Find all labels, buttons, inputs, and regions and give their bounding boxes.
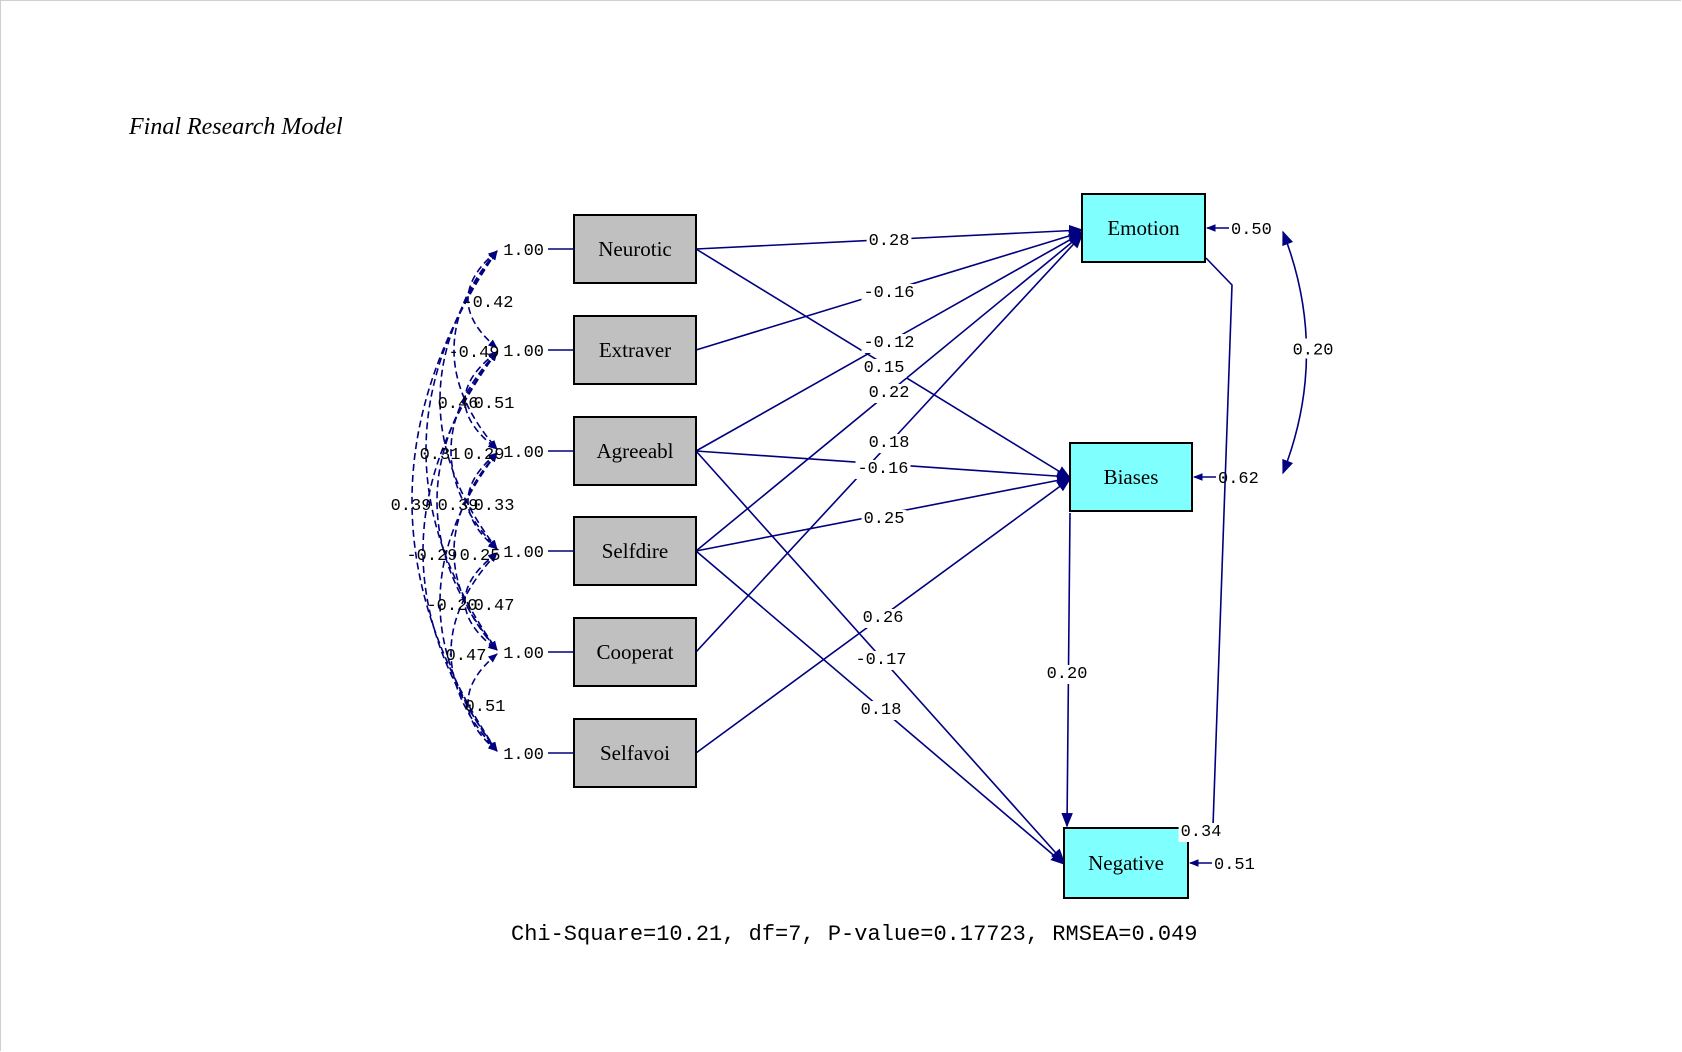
node-biases: Biases [1069, 442, 1193, 512]
path-coefficient: 0.20 [1047, 665, 1088, 684]
path-coefficient: 0.25 [864, 510, 905, 529]
node-label: Extraver [599, 338, 671, 362]
label-bg [858, 701, 904, 720]
variance-label: 1.00 [503, 544, 544, 563]
covariance-arc [453, 452, 498, 651]
covariance-arc [453, 250, 498, 450]
node-agreeabl: Agreeabl [573, 416, 697, 486]
variance-label: 1.00 [503, 444, 544, 463]
covariance-arc [422, 351, 498, 752]
path-coefficient: 0.22 [869, 384, 910, 403]
variance-label: 1.00 [503, 645, 544, 664]
label-bg [855, 460, 911, 479]
label-bg [860, 609, 906, 628]
path-emotion-negative [1205, 257, 1233, 827]
covariance-arc [450, 552, 498, 752]
node-label: Cooperat [597, 640, 674, 664]
path-coefficient: 0.28 [869, 232, 910, 251]
label-bg [1044, 665, 1090, 684]
node-box [573, 718, 697, 788]
node-label: Selfdire [602, 539, 668, 563]
node-selfdire: Selfdire [573, 516, 697, 586]
path-coefficient: 0.26 [863, 609, 904, 628]
figure-title: Final Research Model [129, 114, 343, 140]
coefficient-labels: 1.00 1.00 1.00 1.00 1.00 1.00 0.50 0.62 0.51 0.28… [391, 221, 1336, 875]
fit-statistics: Chi-Square=10.21, df=7, P-value=0.17723,… [511, 922, 1198, 947]
path-coefficient: -0.12 [863, 334, 914, 353]
covariance-label: 0.47 [446, 647, 487, 666]
covariance-label: -0.29 [406, 547, 457, 566]
covariance-label: 0.39 [438, 497, 479, 516]
node-selfavoi: Selfavoi [573, 718, 697, 788]
path-coefficient: -0.16 [863, 284, 914, 303]
node-box [573, 315, 697, 385]
label-bg [866, 434, 912, 453]
error-variance-label: 0.51 [1214, 856, 1255, 875]
variance-label: 1.00 [503, 746, 544, 765]
covariance-arc [467, 653, 498, 752]
variable-nodes: NeuroticExtraverAgreeablSelfdireCooperat… [573, 193, 1206, 899]
label-bg [1178, 823, 1224, 842]
label-bg [1286, 338, 1336, 359]
node-box [573, 214, 697, 284]
covariance-label: -0.42 [462, 294, 513, 313]
node-label: Negative [1088, 851, 1164, 875]
covariance-arc [425, 250, 498, 651]
covariance-label: 0.33 [474, 497, 515, 516]
node-label: Emotion [1107, 216, 1180, 240]
covariance-label: 0.39 [391, 497, 432, 516]
path-coefficient: -0.17 [855, 651, 906, 670]
label-bg [861, 359, 907, 378]
path-coefficient: 0.34 [1181, 823, 1222, 842]
covariance-label: 0.51 [474, 395, 515, 414]
path-coefficient: 0.18 [869, 434, 910, 453]
path-coefficient: -0.16 [857, 460, 908, 479]
node-box [1081, 193, 1206, 263]
path-coefficient: 0.15 [864, 359, 905, 378]
path-coefficient: 0.18 [861, 701, 902, 720]
node-box [573, 516, 697, 586]
covariance-label: -0.20 [426, 597, 477, 616]
variance-label: 1.00 [503, 242, 544, 261]
covariance-label: -0.49 [448, 344, 499, 363]
node-label: Neurotic [598, 237, 671, 261]
node-label: Selfavoi [600, 741, 670, 765]
covariance-label: 0.31 [420, 446, 461, 465]
node-box [573, 617, 697, 687]
label-bg [861, 510, 907, 529]
node-neurotic: Neurotic [573, 214, 697, 284]
label-bg [866, 232, 912, 251]
covariance-arc [439, 452, 498, 752]
covariance-label: 0.29 [464, 446, 505, 465]
node-cooperat: Cooperat [573, 617, 697, 687]
variance-label: 1.00 [503, 343, 544, 362]
node-negative: Negative [1063, 827, 1189, 899]
label-bg [861, 284, 917, 303]
covariance-label: 0.25 [460, 547, 501, 566]
covariance-label: 0.47 [474, 597, 515, 616]
covariance-arc [467, 452, 498, 550]
node-emotion: Emotion [1081, 193, 1206, 263]
error-variance-label: 0.62 [1218, 470, 1259, 489]
label-bg [866, 384, 912, 403]
covariance-label: 0.46 [438, 395, 479, 414]
exogenous-covariance-arcs [411, 250, 498, 752]
covariance-label: 0.51 [465, 698, 506, 717]
node-box [573, 416, 697, 486]
node-extraver: Extraver [573, 315, 697, 385]
covariance-arc [464, 552, 498, 651]
covariance-arc [450, 351, 498, 550]
node-label: Agreeabl [597, 439, 674, 463]
node-label: Biases [1104, 465, 1159, 489]
node-box [1063, 827, 1189, 899]
error-covariance-label: 0.20 [1293, 342, 1334, 361]
label-bg [853, 651, 909, 670]
error-variance-label: 0.50 [1231, 221, 1272, 240]
label-bg [861, 334, 917, 353]
node-box [1069, 442, 1193, 512]
